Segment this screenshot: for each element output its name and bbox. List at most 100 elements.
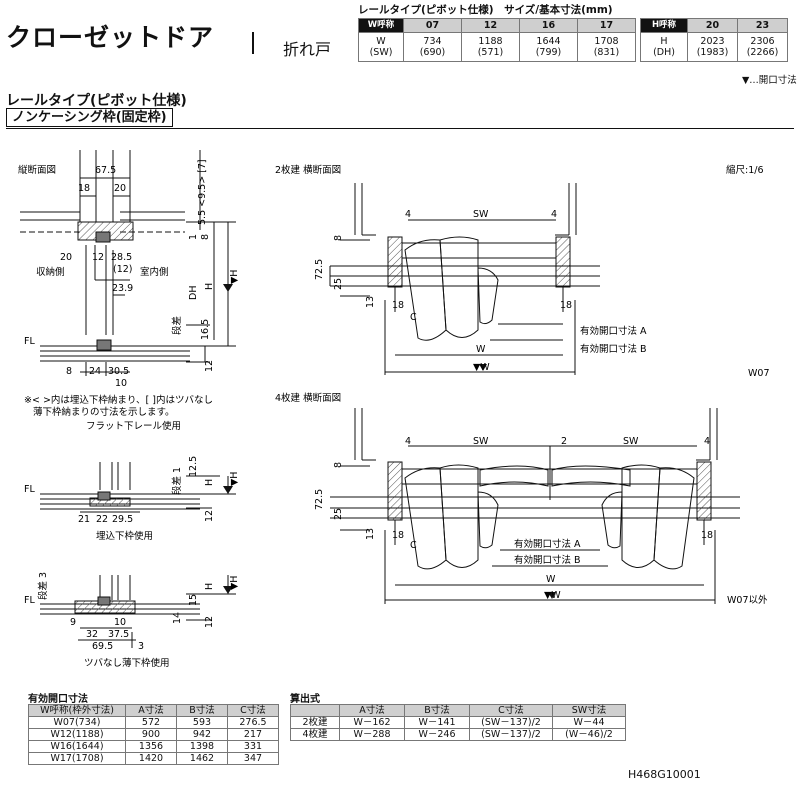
dim-label: 10 <box>114 617 126 628</box>
variant-tag: W07以外 <box>727 594 768 606</box>
dim-label: 4 <box>704 436 710 447</box>
h-open-label: ▼H <box>229 270 240 284</box>
table-header: C寸法 <box>469 704 553 717</box>
dim-label: 10 <box>115 378 127 389</box>
effective-a-label: 有効開口寸法 A <box>514 538 581 550</box>
opening-note: ▼…開口寸法 <box>742 75 797 86</box>
two-panel-drawing <box>329 183 600 375</box>
dim-label: 4 <box>405 209 411 220</box>
thin-frame-drawing <box>40 575 236 648</box>
w-value: 1644(799) <box>519 32 578 62</box>
step-label: 段差 <box>171 316 183 335</box>
dim-label: 18 <box>78 183 90 194</box>
dim-label: 12 <box>204 510 215 522</box>
dim-label: 8 <box>333 235 344 241</box>
frame-type-label: ノンケーシング枠(固定枠) <box>6 108 173 127</box>
h-key: H呼称 <box>640 18 688 33</box>
w-label: W <box>546 574 556 585</box>
w-key: W呼称 <box>358 18 404 33</box>
fl-label: FL <box>24 484 35 495</box>
h-value: 2306(2266) <box>737 32 788 62</box>
dim-label: 12 <box>204 360 215 372</box>
sw-label: SW <box>473 209 489 220</box>
dim-label: 13 <box>365 296 376 308</box>
dim-label: 18 <box>701 530 713 541</box>
dim-label: 14 <box>172 612 183 624</box>
fl-label: FL <box>24 336 35 347</box>
vertical-section-note: 薄下枠納まりの寸法を示します。 <box>33 406 175 418</box>
fl-label: FL <box>24 595 35 606</box>
dim-label: 67.5 <box>95 165 116 176</box>
c-label: C <box>410 312 417 323</box>
dim-label: 28.5 <box>111 252 132 263</box>
section-heading: レールタイプ(ピボット仕様) <box>6 93 187 109</box>
h-label: H <box>204 479 215 486</box>
dim-label: 2 <box>561 436 567 447</box>
effective-a-label: 有効開口寸法 A <box>580 325 647 337</box>
dim-label: 3 <box>138 641 144 652</box>
w-open-label: ▼W <box>473 362 490 373</box>
formula-table-caption: 算出式 <box>290 694 320 705</box>
table-header: A寸法 <box>339 704 405 717</box>
table-header: B寸法 <box>176 704 228 717</box>
w-size-table: W呼称 07 12 16 17 W(SW) 734(690) 1188(571)… <box>358 18 636 62</box>
dim-label: (12) <box>113 264 133 275</box>
dim-label: 16.5 <box>200 319 211 340</box>
scale-label: 縮尺:1/6 <box>726 164 764 176</box>
opening-arrow-icon <box>479 364 487 371</box>
table-header: C寸法 <box>227 704 279 717</box>
page-subtitle: 折れ戸 <box>283 40 332 59</box>
embedded-frame-caption: 埋込下枠使用 <box>96 530 153 542</box>
table-header: SW寸法 <box>552 704 626 717</box>
dim-label: 20 <box>60 252 72 263</box>
step-label: 段差 1 <box>171 467 183 495</box>
sw-label: SW <box>473 436 489 447</box>
size-caption: レールタイプ(ピボット仕様) サイズ/基本寸法(mm) <box>358 4 613 16</box>
dim-label: 30.5 <box>108 366 129 377</box>
dim-label: 24 <box>89 366 101 377</box>
dim-label: 8 <box>200 234 211 240</box>
drawing-code: H468G10001 <box>628 768 701 781</box>
w-label: W <box>476 344 486 355</box>
flat-rail-caption: フラット下レール使用 <box>86 420 181 432</box>
opening-arrow-icon <box>223 586 233 594</box>
dim-label: 20 <box>114 183 126 194</box>
dim-label: 22 <box>96 514 108 525</box>
dim-label: 8 <box>333 462 344 468</box>
h-label: H <box>204 283 215 290</box>
table-header: B寸法 <box>404 704 470 717</box>
dh-label: DH <box>188 286 199 300</box>
dim-label: 18 <box>560 300 572 311</box>
dim-label: 18 <box>392 300 404 311</box>
dim-label: 25 <box>333 508 344 520</box>
storage-side-label: 収納側 <box>36 266 65 278</box>
w-open-label: ▼W <box>544 590 561 601</box>
opening-arrow-icon <box>548 592 556 599</box>
dim-label: 69.5 <box>92 641 113 652</box>
embedded-frame-drawing <box>40 462 236 513</box>
dim-label: 18 <box>392 530 404 541</box>
table-header: W呼称(枠外寸法) <box>28 704 126 717</box>
dim-label: 12 <box>204 616 215 628</box>
dim-label: 9 <box>70 617 76 628</box>
variant-tag: W07 <box>748 368 769 379</box>
title-separator <box>252 32 254 54</box>
w-code: 16 <box>519 18 578 33</box>
dim-label: 4 <box>551 209 557 220</box>
thin-frame-caption: ツバなし薄下枠使用 <box>84 657 170 669</box>
dim-label: 29.5 <box>112 514 133 525</box>
h-size-table: H呼称 20 23 H(DH) 2023(1983) 2306(2266) <box>640 18 788 62</box>
h-label: H <box>204 583 215 590</box>
dim-label: 5.5 <9.5> [7] <box>197 159 208 225</box>
w-row-label: W(SW) <box>358 32 404 62</box>
four-panel-title: 4枚建 横断面図 <box>275 392 341 404</box>
dim-label: 12.5 <box>188 456 199 477</box>
